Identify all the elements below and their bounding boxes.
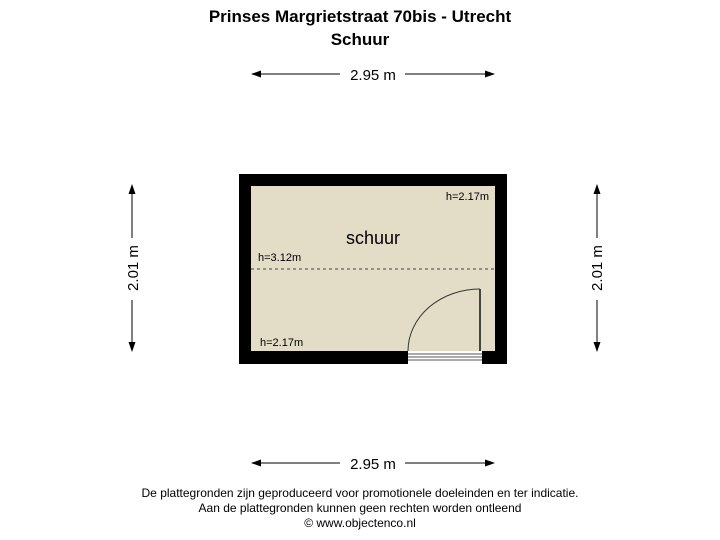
arrow-left-icon [251,459,261,467]
door-post-left [404,351,408,364]
copyright-line: © www.objectenco.nl [304,516,416,530]
plan-title-address: Prinses Margrietstraat 70bis - Utrecht [208,7,512,26]
arrow-down-icon [593,342,601,352]
door-leaf [479,289,481,351]
room-label: schuur [346,228,400,248]
arrow-up-icon [593,184,601,194]
disclaimer-line-1: De plattegronden zijn geproduceerd voor … [141,486,579,500]
disclaimer-line-2: Aan de plattegronden kunnen geen rechten… [198,501,522,515]
arrow-down-icon [128,342,136,352]
arrow-right-icon [485,70,495,78]
room-schuur: schuur h=2.17m h=3.12m h=2.17m [239,174,507,364]
arrow-right-icon [485,459,495,467]
dimension-top: 2.95 m [251,67,495,84]
plan-title-floor: Schuur [330,30,390,49]
arrow-left-icon [251,70,261,78]
height-label: h=3.12m [258,252,301,264]
dimension-bottom: 2.95 m [251,456,495,473]
dimension-label-right: 2.01 m [589,245,606,291]
dimension-right: 2.01 m [589,184,606,352]
door-swing-arc [407,288,481,352]
dimension-label-bottom: 2.95 m [350,456,396,473]
arrow-up-icon [128,184,136,194]
dimension-label-top: 2.95 m [350,67,396,84]
door-post-right [482,351,486,364]
height-label: h=2.17m [260,337,303,349]
dimension-left: 2.01 m [125,184,142,352]
dimension-label-left: 2.01 m [125,245,142,291]
height-label: h=2.17m [446,191,489,203]
